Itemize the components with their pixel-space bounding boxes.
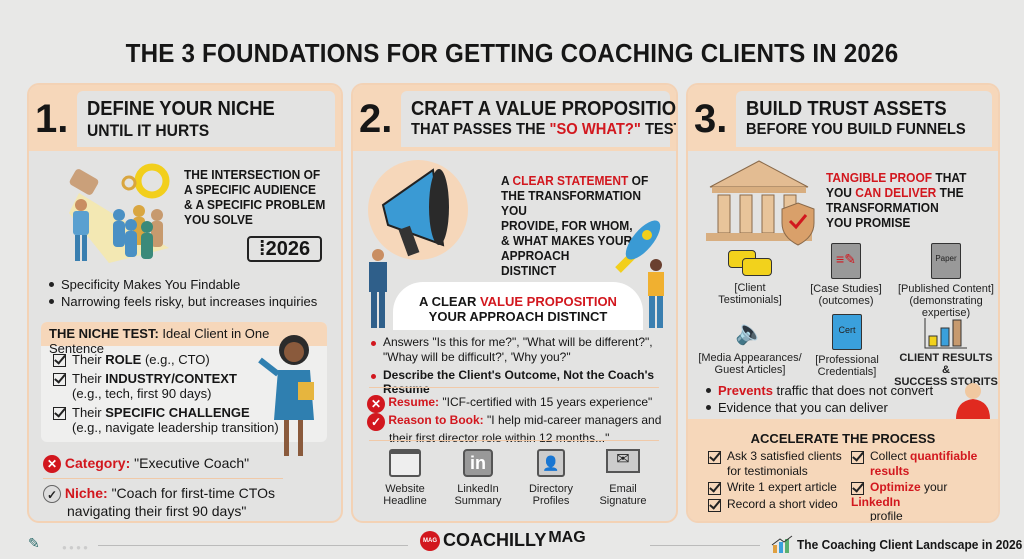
reason-example: ✓ Reason to Book: "I help mid-career man…: [367, 413, 667, 445]
caption-line: THE INTERSECTION OF: [184, 167, 321, 182]
brand-name: COACHILLY: [443, 530, 547, 550]
chat-bubbles-icon: [728, 250, 772, 278]
check-circle-icon: ✓: [367, 413, 385, 431]
niche-test-text: Ideal Client in One Sentence: [49, 326, 270, 356]
bullet-item: Specificity Makes You Findable: [47, 276, 337, 293]
panel-title: CRAFT A VALUE PROPOSITION: [411, 98, 678, 120]
resume-example: ✕ Resume: "ICF-certified with 15 years e…: [367, 395, 667, 413]
logo-badge: MAG: [420, 530, 440, 551]
category-example: ✕ Category: "Executive Coach": [43, 455, 249, 473]
panel-subtitle: THAT PASSES THE "SO WHAT?" TEST: [411, 121, 676, 138]
footer-caption: The Coaching Client Landscape in 2026: [771, 535, 1024, 553]
certificate-icon: Cert: [832, 314, 862, 350]
checkbox-icon: [53, 373, 66, 386]
caption-line: A SPECIFIC AUDIENCE: [184, 182, 317, 197]
checkbox-icon: [53, 407, 66, 420]
accelerate-section: ACCELERATE THE PROCESS Ask 3 satisfied c…: [688, 419, 998, 523]
footer-mark-icon: ✎: [28, 535, 40, 551]
rocket-icon: [615, 220, 661, 273]
asset-media-appearances: 🔈[Media Appearances/Guest Articles]: [694, 318, 806, 376]
caption-line: YOU SOLVE: [184, 212, 253, 227]
coach-woman-illustration: [258, 335, 314, 456]
panel-number: 1.: [35, 97, 69, 141]
email-icon: ✉: [606, 449, 640, 473]
checklist-item: Their SPECIFIC CHALLENGE(e.g., navigate …: [53, 405, 315, 435]
page-title: THE 3 FOUNDATIONS FOR GETTING COACHING C…: [125, 38, 899, 68]
woman-illustration: [648, 259, 664, 328]
growth-chart-icon: [771, 535, 793, 553]
brand-name-suffix: MAG: [548, 528, 586, 546]
task-item: Record a short video: [708, 497, 848, 512]
businessman-illustration: [369, 249, 387, 328]
paper-icon: Paper: [931, 243, 961, 279]
linkedin-icon: in: [463, 449, 493, 477]
niche-test-box: THE NICHE TEST: Ideal Client in One Sent…: [41, 322, 327, 442]
year-badge-text: 2026: [265, 238, 311, 260]
speaker-icon: 🔈: [735, 319, 765, 346]
panel-title: DEFINE YOUR NICHE: [87, 98, 275, 120]
panel-subtitle: UNTIL IT HURTS: [87, 121, 210, 140]
panel-title: BUILD TRUST ASSETS: [746, 98, 947, 120]
panel-number: 2.: [359, 97, 393, 141]
spotlight-audience-illustration: [69, 163, 170, 263]
caption-line: & A SPECIFIC PROBLEM: [184, 197, 326, 212]
bullet-item: Answers "Is this for me?", "What will be…: [369, 335, 669, 365]
checkbox-icon: [53, 354, 66, 367]
panel-number: 3.: [694, 97, 728, 141]
year-badge: ⁞2026: [247, 236, 322, 262]
website-icon: [389, 449, 421, 477]
checklist-item: Their INDUSTRY/CONTEXT(e.g., tech, first…: [53, 371, 315, 401]
niche-test-label: THE NICHE TEST:: [49, 326, 159, 341]
bar-chart-icon: [924, 318, 967, 349]
checklist-item: Their ROLE (e.g., CTO): [53, 352, 315, 367]
panel-subtitle: BEFORE YOU BUILD FUNNELS: [746, 121, 966, 138]
task-item: Write 1 expert article: [708, 480, 848, 495]
x-circle-icon: ✕: [43, 455, 61, 473]
cloud-callout: A CLEAR VALUE PROPOSITION YOUR APPROACH …: [393, 282, 643, 330]
x-circle-icon: ✕: [367, 395, 385, 413]
document-pen-icon: ≡✎: [831, 243, 861, 279]
confident-man-illustration: [956, 383, 990, 419]
bullet-item: Prevents traffic that does not convert: [704, 382, 933, 399]
bank-shield-icon: [706, 160, 815, 246]
bullet-item: Describe the Client's Outcome, Not the C…: [369, 368, 669, 396]
bullet-item: Narrowing feels risky, but increases inq…: [47, 293, 337, 310]
bullet-item: Evidence that you can deliver: [704, 399, 933, 416]
pagination-dots: ● ● ● ●: [62, 543, 88, 552]
brand-logo: MAG COACHILLY MAG: [420, 528, 586, 551]
asset-case-studies: ≡✎[Case Studies](outcomes): [798, 243, 894, 307]
check-circle-icon: ✓: [43, 485, 61, 503]
directory-icon: 👤: [537, 449, 565, 477]
accelerate-title: ACCELERATE THE PROCESS: [750, 431, 936, 446]
megaphone-icon: [368, 160, 468, 260]
